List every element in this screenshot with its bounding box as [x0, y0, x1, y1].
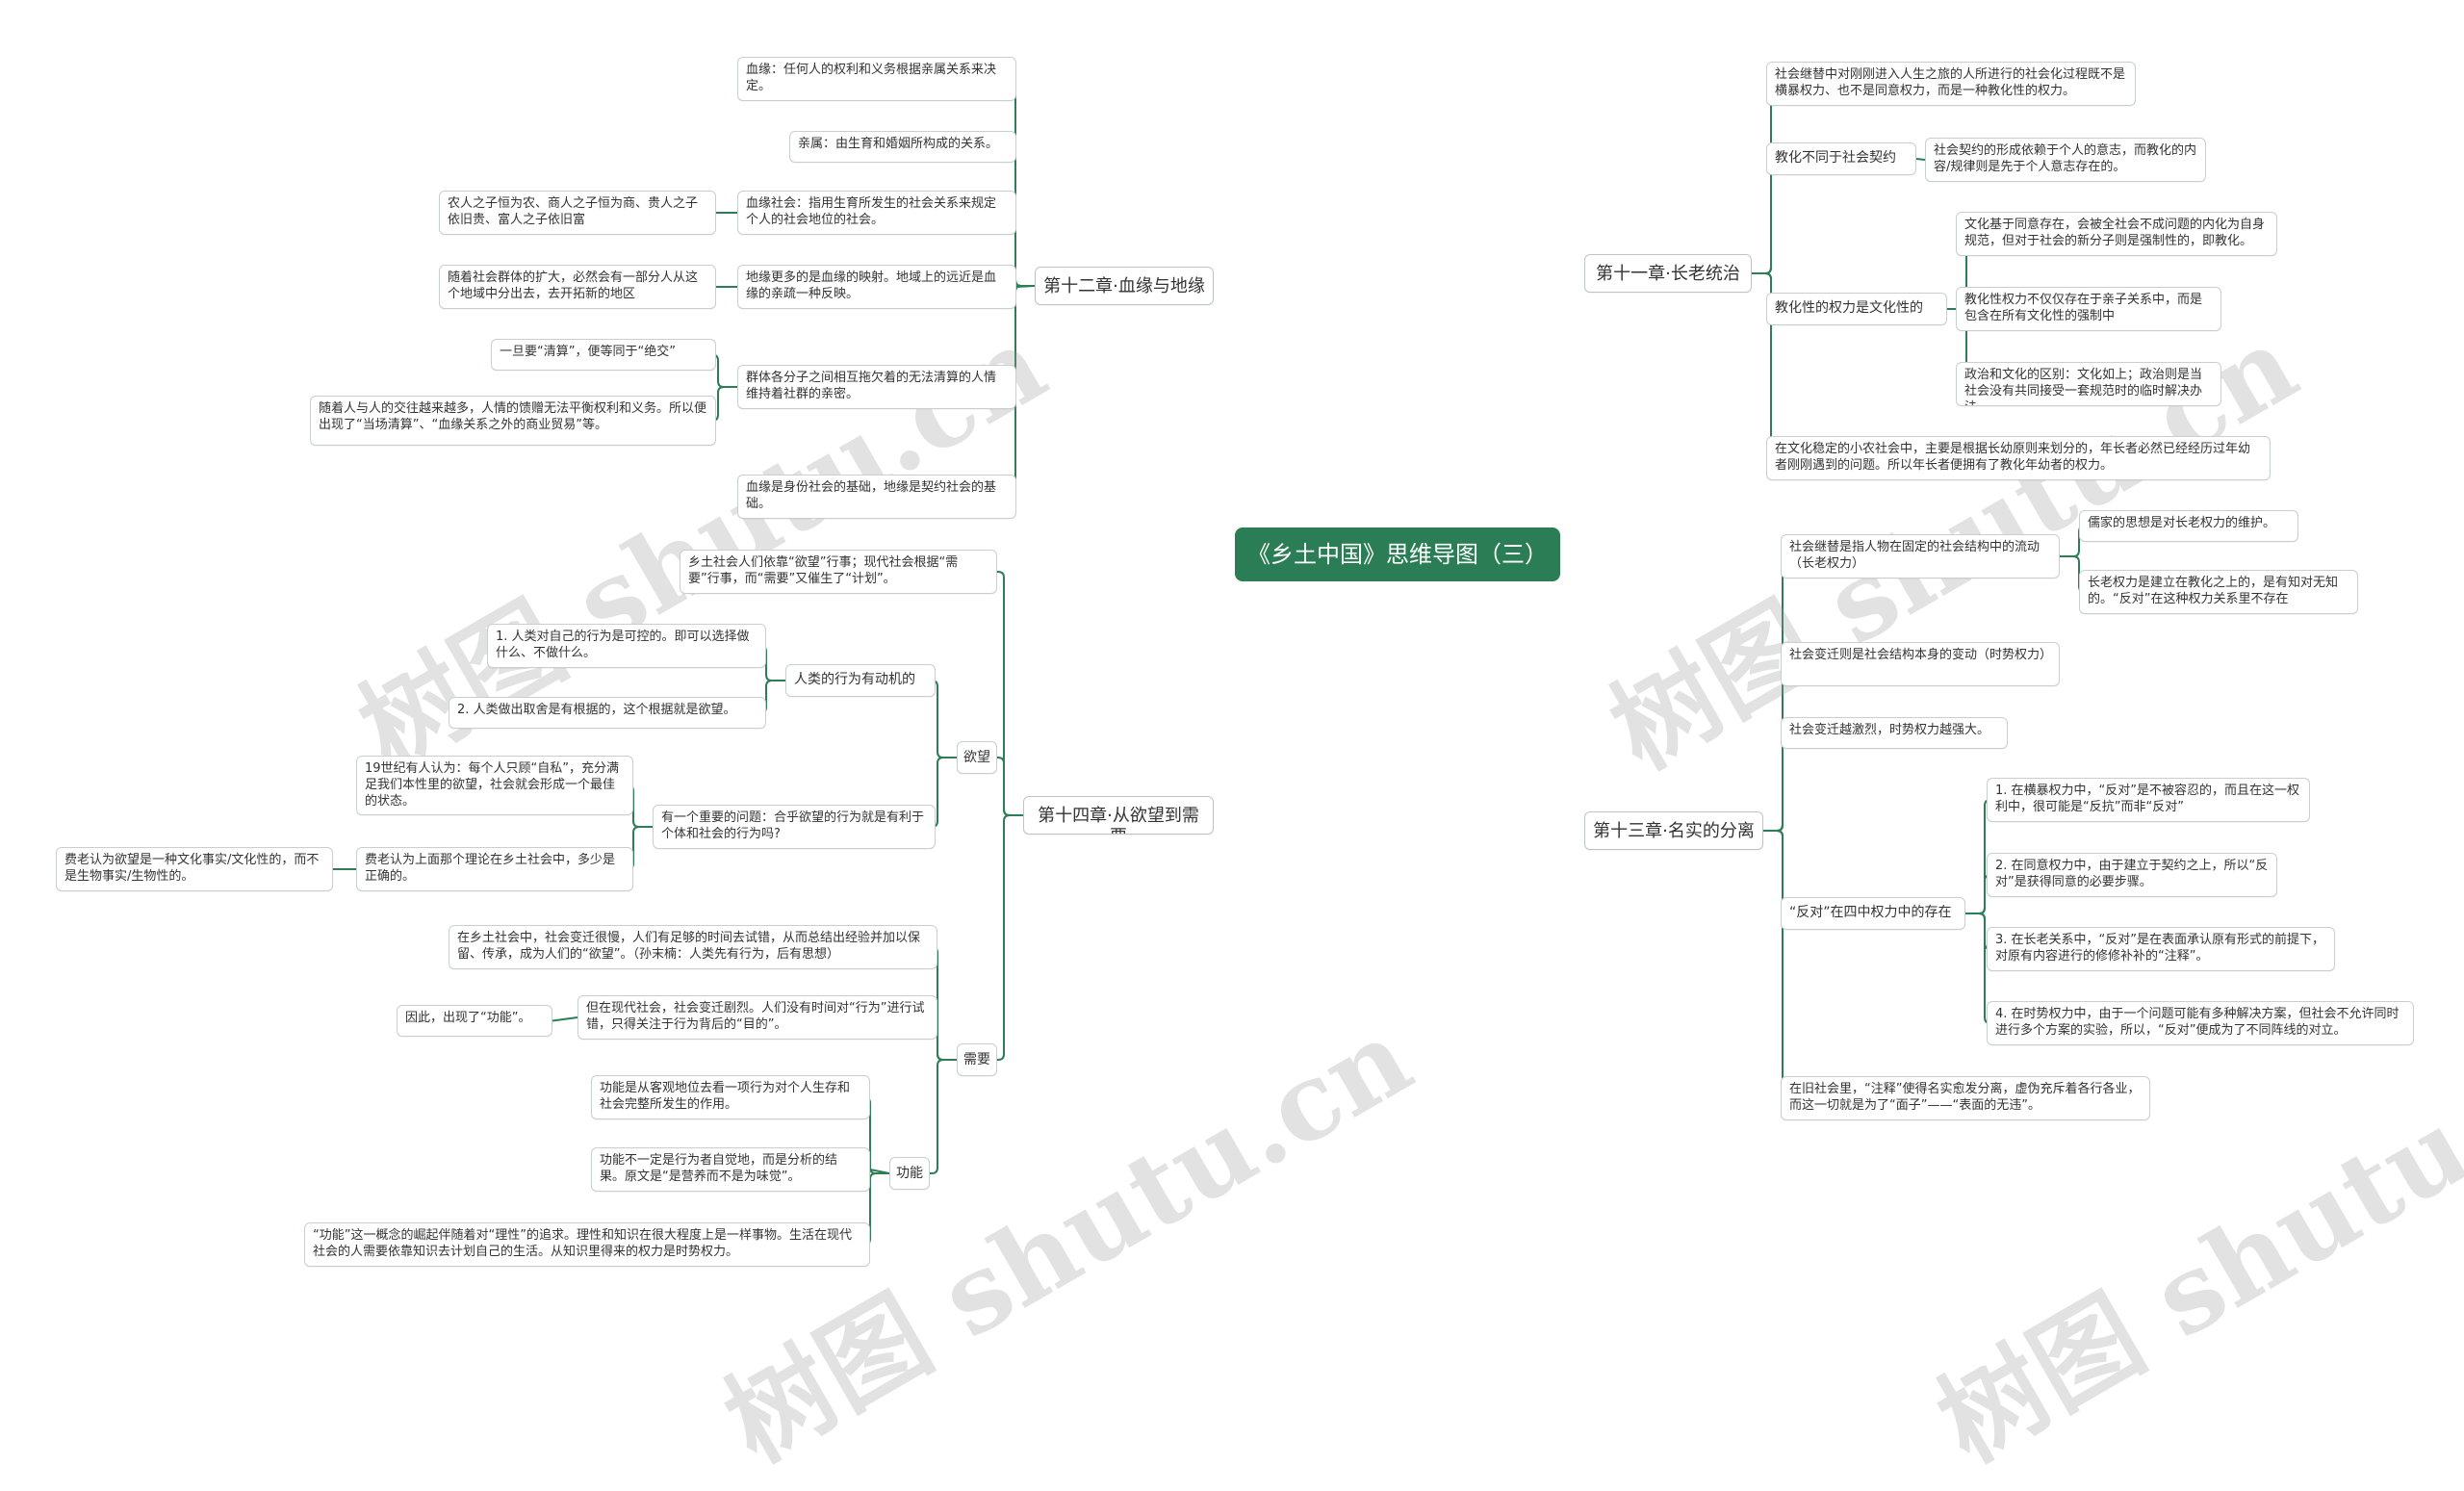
- connector-line: [552, 1016, 578, 1022]
- ch11-edu-power[interactable]: 社会继替中对刚刚进入人生之旅的人所进行的社会化过程既不是横暴权力、也不是同意权力…: [1766, 62, 2136, 106]
- ch12-geo-node[interactable]: 地缘更多的是血缘的映射。地域上的远近是血缘的亲疏一种反映。: [737, 265, 1016, 309]
- ch11-contract-detail[interactable]: 社会契约的形成依赖于个人的意志，而教化的内容/规律则是先于个人意志存在的。: [1925, 138, 2206, 182]
- ch14-plan-node[interactable]: 乡土社会人们依靠“欲望”行事；现代社会根据“需要”行事，而“需要”又催生了“计划…: [680, 550, 997, 594]
- ch14-question-a[interactable]: 19世纪有人认为：每个人只顾“自私”，充分满足我们本性里的欲望，社会就会形成一个…: [356, 756, 633, 815]
- ch14-culture-fact[interactable]: 费老认为欲望是一种文化事实/文化性的，而不是生物事实/生物性的。: [56, 847, 333, 891]
- connector-lines: [0, 0, 2086, 1246]
- ch13-oppose-4[interactable]: 4. 在时势权力中，由于一个问题可能有多种解决方案，但社会不允许同时进行多个方案…: [1987, 1001, 2414, 1045]
- ch13-change-intense[interactable]: 社会变迁越激烈，时势权力越强大。: [1781, 717, 2008, 749]
- connector-line: [1763, 830, 1789, 1099]
- ch14-need-rural[interactable]: 在乡土社会中，社会变迁很慢，人们有足够的时间去试错，从而总结出经验并加以保留、传…: [449, 925, 937, 969]
- ch11-cultural-power[interactable]: 教化性的权力是文化性的: [1766, 293, 1947, 325]
- ch13-change[interactable]: 社会变迁则是社会结构本身的变动（时势权力）: [1781, 642, 2060, 686]
- ch12-settle-node[interactable]: 一旦要“清算”，便等同于“绝交”: [491, 339, 716, 371]
- ch14-motive-1[interactable]: 1. 人类对自己的行为是可控的。即可以选择做什么、不做什么。: [487, 624, 766, 668]
- ch14-function-appears[interactable]: 因此，出现了“功能”。: [397, 1005, 552, 1037]
- connector-line: [997, 571, 1023, 816]
- connector-line: [997, 814, 1023, 1061]
- ch13-old-society[interactable]: 在旧社会里，“注释”使得名实愈发分离，虚伪充斥着各行各业，而这一切就是为了“面子…: [1781, 1076, 2150, 1120]
- connector-line: [1752, 158, 1778, 274]
- connector-line: [997, 757, 1023, 816]
- ch12-geo-example[interactable]: 随着社会群体的扩大，必然会有一部分人从这个地域中分出去，去开拓新的地区: [439, 265, 716, 309]
- connector-line: [1752, 83, 1778, 274]
- ch13-confucian[interactable]: 儒家的思想是对长老权力的维护。: [2079, 510, 2298, 542]
- ch11-culture-b[interactable]: 教化性权力不仅仅存在于亲子关系中，而是包含在所有文化性的强制中: [1956, 287, 2221, 331]
- ch13-oppose-1[interactable]: 1. 在横暴权力中，“反对”是不被容忍的，而且在这一权利中，很可能是“反抗”而非…: [1987, 778, 2310, 822]
- ch13-oppose[interactable]: “反对”在四中权力中的存在: [1781, 897, 1965, 930]
- ch11-elder-rule[interactable]: 在文化稳定的小农社会中，主要是根据长幼原则来划分的，年长者必然已经经历过年幼者刚…: [1766, 436, 2271, 480]
- branch-ch13[interactable]: 第十三章·名实的分离: [1584, 811, 1763, 850]
- ch12-kin-node[interactable]: 亲属：由生育和婚姻所构成的关系。: [789, 131, 1016, 163]
- ch13-oppose-2[interactable]: 2. 在同意权力中，由于建立于契约之上，所以“反对”是获得同意的必要步骤。: [1987, 853, 2277, 897]
- ch12-blood-society-node[interactable]: 血缘社会：指用生育所发生的社会关系来规定个人的社会地位的社会。: [737, 191, 1016, 235]
- ch12-contract-node[interactable]: 血缘是身份社会的基础，地缘是契约社会的基础。: [737, 475, 1016, 519]
- ch14-motive-2[interactable]: 2. 人类做出取舍是有根据的，这个根据就是欲望。: [449, 697, 766, 729]
- ch13-oppose-3[interactable]: 3. 在长老关系中，“反对”是在表面承认原有形式的前提下，对原有内容进行的修修补…: [1987, 927, 2335, 971]
- ch14-desire-node[interactable]: 欲望: [957, 741, 997, 774]
- ch13-elder-power[interactable]: 长老权力是建立在教化之上的，是有知对无知的。“反对”在这种权力关系里不存在: [2079, 570, 2358, 614]
- ch14-need-modern[interactable]: 但在现代社会，社会变迁剧烈。人们没有时间对“行为”进行试错，只得关注于行为背后的…: [578, 995, 937, 1040]
- ch14-question-node[interactable]: 有一个重要的问题：合乎欲望的行为就是有利于个体和社会的行为吗?: [653, 805, 936, 849]
- ch14-function-node[interactable]: 功能: [889, 1157, 930, 1190]
- root-topic[interactable]: 《乡土中国》思维导图（三）: [1235, 527, 1560, 581]
- ch12-blood-society-example[interactable]: 农人之子恒为农、商人之子恒为商、贵人之子依旧贵、富人之子依旧富: [439, 191, 716, 235]
- ch14-need-node[interactable]: 需要: [957, 1043, 997, 1076]
- ch14-question-b[interactable]: 费老认为上面那个理论在乡土社会中，多少是正确的。: [356, 847, 633, 891]
- ch11-culture-c[interactable]: 政治和文化的区别：文化如上；政治则是当社会没有共同接受一套规范时的临时解决办法。: [1956, 362, 2221, 406]
- connector-line: [1915, 158, 1926, 161]
- ch14-function-2[interactable]: 功能不一定是行为者自觉地，而是分析的结果。原文是“是营养而不是为味觉”。: [591, 1147, 870, 1192]
- ch12-trade-node[interactable]: 随着人与人的交往越来越多，人情的馈赠无法平衡权利和义务。所以便出现了“当场清算”…: [310, 396, 716, 446]
- ch14-function-1[interactable]: 功能是从客观地位去看一项行为对个人生存和社会完整所发生的作用。: [591, 1075, 870, 1119]
- ch11-culture-a[interactable]: 文化基于同意存在，会被全社会不成问题的内化为自身规范，但对于社会的新分子则是强制…: [1956, 212, 2277, 256]
- connector-line: [1009, 78, 1035, 287]
- ch14-function-3[interactable]: “功能”这一概念的崛起伴随着对“理性”的追求。理性和知识在很大程度上是一样事物。…: [304, 1222, 870, 1267]
- branch-ch11[interactable]: 第十一章·长老统治: [1584, 254, 1752, 293]
- ch14-motive-node[interactable]: 人类的行为有动机的: [785, 664, 936, 697]
- ch13-succession[interactable]: 社会继替是指人物在固定的社会结构中的流动（长老权力）: [1781, 534, 2060, 578]
- connector-line: [1763, 555, 1789, 832]
- ch11-vs-contract[interactable]: 教化不同于社会契约: [1766, 142, 1916, 175]
- ch12-blood-node[interactable]: 血缘：任何人的权利和义务根据亲属关系来决定。: [737, 57, 1016, 101]
- branch-ch12[interactable]: 第十二章·血缘与地缘: [1035, 267, 1214, 305]
- ch12-favor-node[interactable]: 群体各分子之间相互拖欠着的无法清算的人情维持着社群的亲密。: [737, 365, 1016, 409]
- branch-ch14[interactable]: 第十四章·从欲望到需要: [1023, 796, 1214, 835]
- connector-line: [930, 1059, 957, 1174]
